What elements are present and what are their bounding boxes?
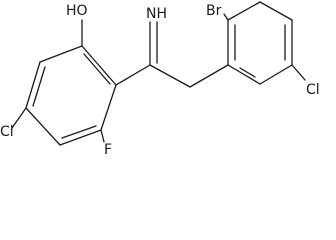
bond (227, 1, 261, 21)
bond (59, 129, 102, 146)
fluorine-bond (100, 129, 105, 143)
hydroxyl-label: HO (66, 3, 88, 19)
chlorine-left-label: Cl (0, 124, 14, 140)
bromine-bond (223, 13, 229, 21)
chemical-structure-diagram: HO NH Br Cl F Cl (0, 1, 320, 158)
bond (259, 1, 293, 21)
bond (115, 64, 151, 86)
aromatic-bond (32, 66, 46, 107)
aromatic-bond (83, 53, 111, 85)
aromatic-bond (61, 125, 97, 139)
bond (81, 45, 117, 86)
bond (227, 64, 261, 85)
aromatic-bond (239, 67, 256, 78)
bond (100, 84, 117, 131)
bond (259, 64, 293, 85)
bond (25, 61, 41, 109)
bond (189, 64, 229, 88)
fluorine-label: F (104, 142, 112, 158)
imine-label: NH (146, 6, 167, 22)
bromine-label: Br (206, 3, 222, 19)
bond (149, 64, 191, 88)
bond (39, 45, 83, 63)
chlorine-bond (291, 64, 306, 81)
chlorine-right-label: Cl (306, 82, 320, 98)
chlorine-bond (11, 107, 27, 129)
bond (25, 107, 61, 146)
